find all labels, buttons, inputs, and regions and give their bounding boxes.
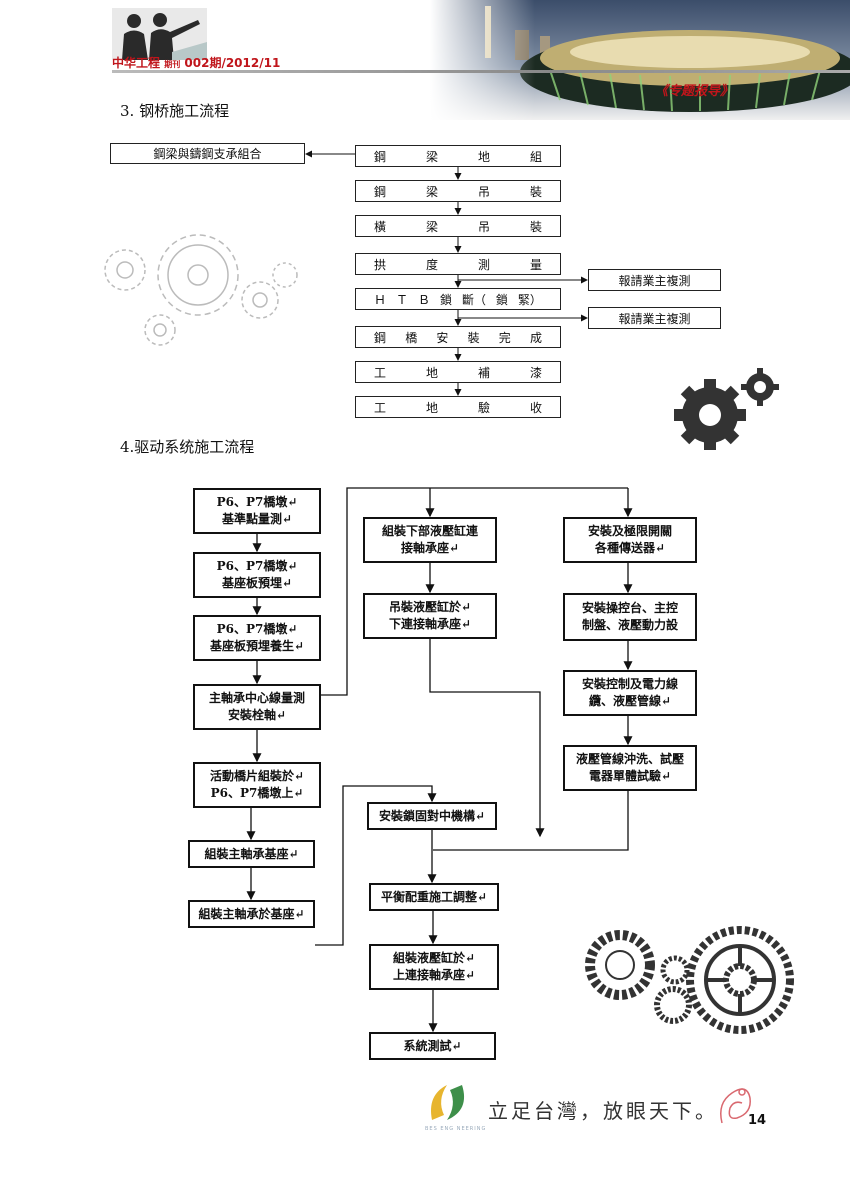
header-divider [112,70,850,73]
flow3-step-3: 橫梁吊裝 [355,215,561,237]
special-report-tag: 《专题报导》 [655,84,734,99]
flow3-side-right-1: 報請業主複測 [588,269,721,291]
flow3-step-7: 工地補漆 [355,361,561,383]
issue-info: 002期/2012/11 [184,56,281,70]
workers-silhouette-icon [112,8,207,60]
section3-title: 3. 钢桥施工流程 [120,102,230,120]
flow3-step-1: 鋼梁地組 [355,145,561,167]
publication-label: 中华工程 期刊 002期/2012/11 [112,54,280,71]
flow4-col3-step-4: 液壓管線沖洗、試壓電器單體試驗↵ [563,745,697,791]
flow3-side-right-2: 報請業主複測 [588,307,721,329]
page-header: 中华工程 期刊 002期/2012/11 《专题报导》 [0,0,850,120]
flow3-step-4: 拱度測量 [355,253,561,275]
flow4-col2-step-6: 系統測試↵ [369,1032,496,1060]
flow4-col3-step-2: 安裝操控台、主控制盤、液壓動力設 [563,593,697,641]
company-logo-icon [431,1085,465,1120]
stadium-photo-icon [430,0,850,120]
page-number: 14 [748,1113,767,1128]
flow4-col1-step-3: P6、P7橋墩↵基座板預埋養生↵ [193,615,321,661]
publication-name: 中华工程 [112,56,161,70]
flow4-col2-step-1: 組裝下部液壓缸連接軸承座↵ [363,517,497,563]
flow3-step-2: 鋼梁吊裝 [355,180,561,202]
flow4-col1-step-4: 主軸承中心線量測安裝栓軸↵ [193,684,321,730]
flow4-col2-step-4: 平衡配重施工調整↵ [369,883,499,911]
flow4-col1-step-1: P6、P7橋墩↵基準點量測↵ [193,488,321,534]
section4-title: 4.驱动系统施工流程 [120,438,255,456]
flow4-col1-step-5: 活動橋片組裝於↵P6、P7橋墩上↵ [193,762,321,808]
flow3-step-6: 鋼橋安裝完成 [355,326,561,348]
flow4-col1-step-6: 組裝主軸承基座↵ [188,840,315,868]
gear-outline-cluster-icon [104,234,298,346]
flow4-col2-step-5: 組裝液壓缸於↵上連接軸承座↵ [369,944,499,990]
logo-caption: BES ENG NEERING [425,1126,487,1132]
flow3-side-left: 鋼梁與鑄鋼支承組合 [110,143,305,164]
flow4-col3-step-1: 安裝及極限開關各種傳送器↵ [563,517,697,563]
flow4-col1-step-2: P6、P7橋墩↵基座板預埋↵ [193,552,321,598]
gear-solid-cluster-icon [674,368,779,450]
flow4-col1-step-7: 組裝主軸承於基座↵ [188,900,315,928]
footer-slogan: 立足台灣，放眼天下。 [488,1099,718,1123]
gear-bike-cluster-icon [585,926,794,1034]
flow4-col2-step-2: 吊裝液壓缸於↵下連接軸承座↵ [363,593,497,639]
flow3-step-8: 工地驗收 [355,396,561,418]
publication-small: 期刊 [164,60,181,69]
dragon-seal-icon [720,1088,751,1124]
flow4-col2-step-3: 安裝鎖固對中機構↵ [367,802,497,830]
flow4-col3-step-3: 安裝控制及電力線纜、液壓管線↵ [563,670,697,716]
